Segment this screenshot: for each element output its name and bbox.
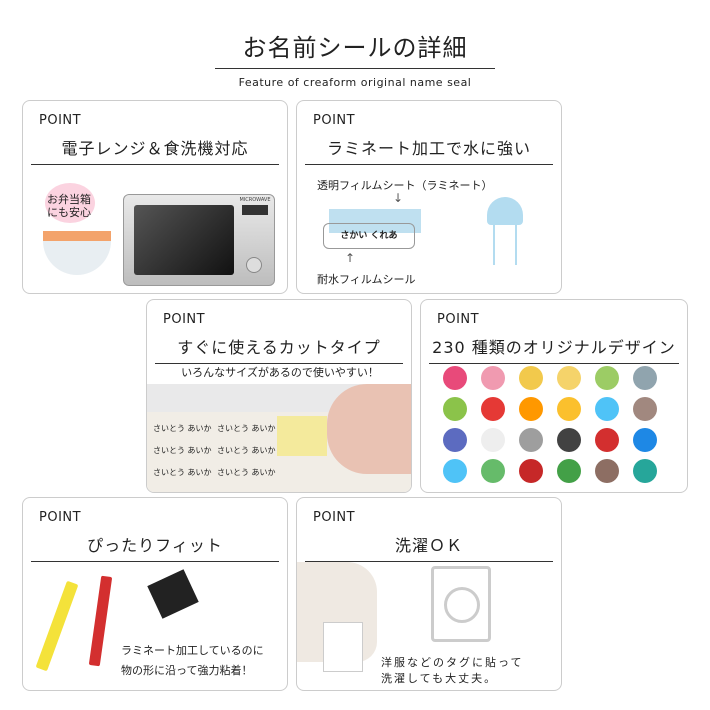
design-sample-icon: [595, 397, 619, 421]
design-sample-icon: [481, 459, 505, 483]
design-sample-icon: [519, 397, 543, 421]
design-sample-icon: [633, 459, 657, 483]
bento-illustration: [43, 231, 111, 275]
jellyfish-illustration: [487, 197, 523, 225]
card-designs: POINT 230 種類のオリジナルデザイン: [420, 299, 688, 493]
sticker-item: さいとう あいか: [217, 468, 276, 477]
design-sample-icon: [443, 428, 467, 452]
sticker-item: さいとう あいか: [217, 424, 276, 433]
red-pencil: [88, 575, 113, 667]
card-heading: 230 種類のオリジナルデザイン: [429, 334, 679, 364]
arrow-up-icon: ↑: [345, 251, 356, 265]
microwave-illustration: MICROWAVE: [123, 194, 275, 286]
sticker-item: さいとう あいか: [153, 468, 212, 477]
caption-line-1: ラミネート加工しているのに: [121, 644, 264, 657]
design-sample-icon: [481, 366, 505, 390]
card-caption: いろんなサイズがあるので使いやすい！: [181, 366, 379, 379]
sample-sticker: さかい くれあ: [323, 223, 415, 249]
name-tag: [323, 622, 363, 672]
arrow-down-icon: ↓: [393, 191, 404, 205]
design-sample-icon: [443, 366, 467, 390]
jellyfish-tentacles: [493, 225, 517, 265]
card-perfect-fit: POINT ぴったりフィット ラミネート加工しているのに 物の形に沿って強力粘着…: [22, 497, 288, 691]
hand-photo: [327, 384, 411, 474]
page-subtitle: Feature of creaform original name seal: [238, 76, 472, 89]
design-sample-icon: [595, 459, 619, 483]
point-label: POINT: [39, 113, 82, 128]
card-microwave: POINT 電子レンジ＆食洗機対応 お弁当箱 にも安心 MICROWAVE: [22, 100, 288, 294]
design-sample-icon: [519, 366, 543, 390]
peeled-sticker: [277, 416, 327, 456]
point-label: POINT: [313, 510, 356, 525]
design-sample-icon: [443, 397, 467, 421]
point-label: POINT: [163, 312, 206, 327]
design-sample-icon: [481, 428, 505, 452]
label-waterproof: 耐水フィルムシール: [317, 273, 416, 286]
laminate-layer: [329, 209, 421, 233]
design-sample-icon: [557, 397, 581, 421]
design-sample-icon: [595, 366, 619, 390]
card-washable: POINT 洗濯ＯＫ 洋服などのタグに貼って 洗濯しても大丈夫。: [296, 497, 562, 691]
card-heading: 電子レンジ＆食洗機対応: [31, 135, 279, 165]
design-sample-icon: [633, 397, 657, 421]
card-heading: ぴったりフィット: [31, 532, 279, 562]
yellow-pencil: [35, 580, 79, 672]
design-sample-icon: [481, 397, 505, 421]
design-sample-icon: [557, 366, 581, 390]
design-sample-icon: [633, 428, 657, 452]
card-laminate: POINT ラミネート加工で水に強い 透明フィルムシート（ラミネート） ↓ さか…: [296, 100, 562, 294]
caption-line-2: 物の形に沿って強力粘着！: [121, 664, 253, 677]
sticker-item: さいとう あいか: [217, 446, 276, 455]
design-sample-icon: [557, 459, 581, 483]
design-grid: [443, 366, 673, 486]
design-sample-icon: [519, 459, 543, 483]
caption-line-2: 洗濯しても大丈夫。: [381, 672, 498, 685]
design-sample-icon: [595, 428, 619, 452]
sticker-sheet-photo: さいとう あいか さいとう あいか さいとう あいか さいとう あいか さいとう…: [147, 384, 411, 492]
design-sample-icon: [633, 366, 657, 390]
heart-bubble: [45, 183, 95, 223]
point-label: POINT: [437, 312, 480, 327]
sticker-item: さいとう あいか: [153, 446, 212, 455]
washing-machine-icon: [431, 566, 491, 642]
label-transparent-film: 透明フィルムシート（ラミネート）: [317, 179, 493, 192]
point-label: POINT: [39, 510, 82, 525]
card-heading: ラミネート加工で水に強い: [305, 135, 553, 165]
card-heading: すぐに使えるカットタイプ: [155, 334, 403, 364]
sticker-item: さいとう あいか: [153, 424, 212, 433]
design-sample-icon: [557, 428, 581, 452]
design-sample-icon: [519, 428, 543, 452]
title-divider: [215, 68, 495, 69]
design-sample-icon: [443, 459, 467, 483]
point-label: POINT: [313, 113, 356, 128]
microwave-label: MICROWAVE: [239, 197, 271, 203]
card-heading: 洗濯ＯＫ: [305, 532, 553, 562]
card-cut-type: POINT すぐに使えるカットタイプ いろんなサイズがあるので使いやすい！ さい…: [146, 299, 412, 493]
bento-caption: お弁当箱 にも安心: [47, 193, 91, 219]
caption-line-1: 洋服などのタグに貼って: [381, 656, 524, 669]
page-title: お名前シールの詳細: [242, 34, 468, 62]
binder-clip: [147, 569, 199, 619]
